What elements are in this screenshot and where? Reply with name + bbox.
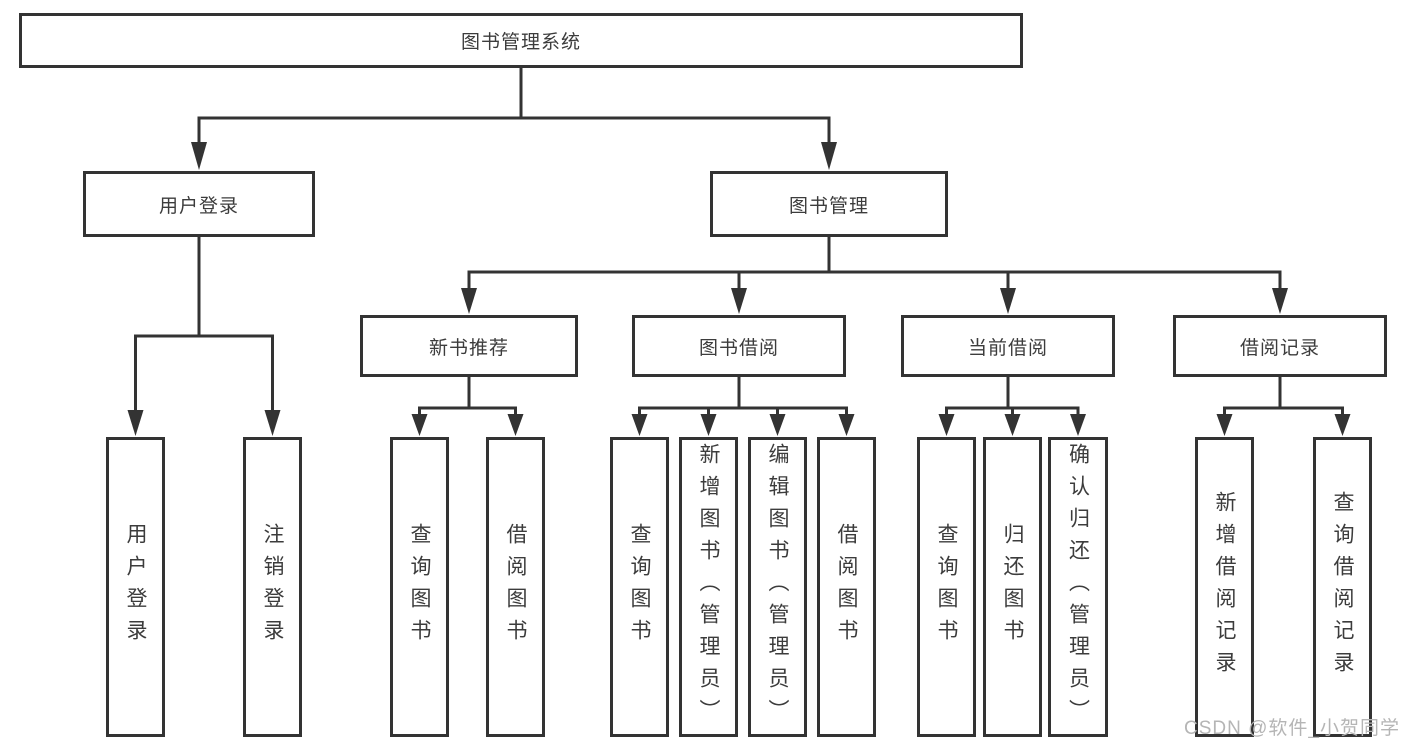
csdn-watermark: CSDN @软件_小贺同学 — [1184, 718, 1400, 739]
leaf-borrow-books: 借阅图书 — [817, 437, 876, 737]
node-borrow-records: 借阅记录 — [1173, 315, 1387, 377]
arrowhead — [127, 410, 144, 436]
arrowhead — [821, 142, 837, 170]
arrowhead — [1000, 288, 1016, 314]
leaf-query-books-borrow: 查询图书 — [610, 437, 669, 737]
arrowhead — [264, 410, 281, 436]
arrowhead — [461, 288, 477, 314]
leaf-query-books-current: 查询图书 — [917, 437, 976, 737]
leaf-confirm-return-admin: 确认归还（管理员） — [1048, 437, 1108, 737]
arrowhead — [411, 414, 428, 436]
arrowhead — [1272, 288, 1288, 314]
arrowhead — [1004, 414, 1021, 436]
arrowhead — [700, 414, 717, 436]
arrowhead — [507, 414, 524, 436]
leaf-user-login: 用户登录 — [106, 437, 165, 737]
leaf-return-books: 归还图书 — [983, 437, 1042, 737]
leaf-logout: 注销登录 — [243, 437, 302, 737]
arrowhead — [769, 414, 786, 436]
arrowhead — [938, 414, 955, 436]
leaf-query-borrow-record: 查询借阅记录 — [1313, 437, 1372, 737]
arrowhead — [631, 414, 648, 436]
leaf-add-borrow-record: 新增借阅记录 — [1195, 437, 1254, 737]
node-user-login: 用户登录 — [83, 171, 315, 237]
leaf-add-books-admin: 新增图书（管理员） — [679, 437, 738, 737]
leaf-query-books-recommend: 查询图书 — [390, 437, 449, 737]
arrowhead — [731, 288, 747, 314]
arrowhead — [1070, 414, 1086, 436]
node-current-borrow: 当前借阅 — [901, 315, 1115, 377]
leaf-borrow-books-recommend: 借阅图书 — [486, 437, 545, 737]
node-root: 图书管理系统 — [19, 13, 1023, 68]
node-new-book-recommend: 新书推荐 — [360, 315, 578, 377]
leaf-edit-books-admin: 编辑图书（管理员） — [748, 437, 807, 737]
node-book-management: 图书管理 — [710, 171, 948, 237]
arrowhead — [838, 414, 855, 436]
node-book-borrow: 图书借阅 — [632, 315, 846, 377]
arrowhead — [1216, 414, 1233, 436]
arrowhead — [191, 142, 207, 170]
arrowhead — [1334, 414, 1351, 436]
